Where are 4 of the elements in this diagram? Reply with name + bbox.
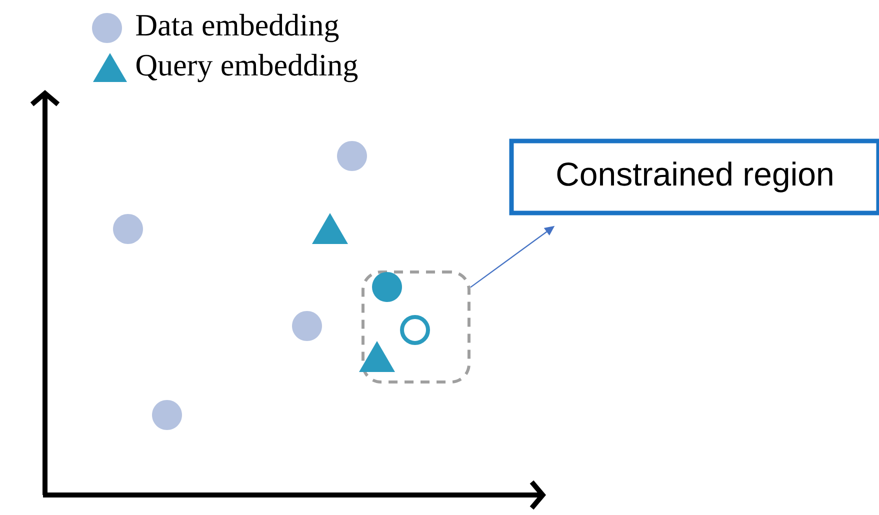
legend-label: Data embedding: [136, 14, 339, 42]
legend-label: Query embedding: [136, 54, 358, 82]
text-box: Constrained region: [509, 138, 879, 216]
dashed-region: [362, 270, 470, 384]
